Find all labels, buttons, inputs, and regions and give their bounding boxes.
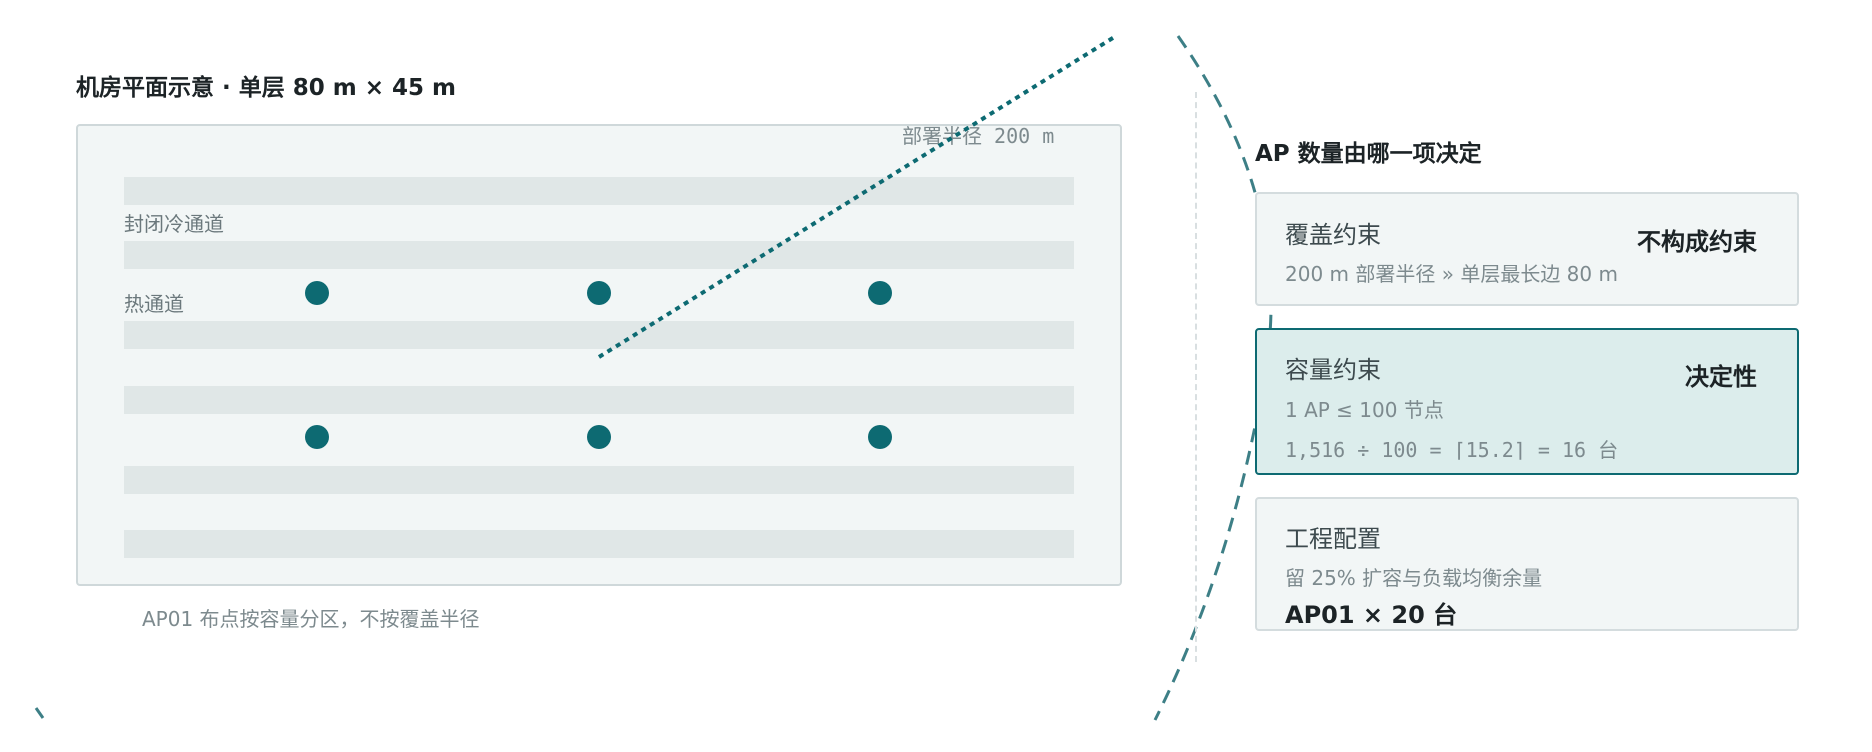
ap-node (587, 425, 611, 449)
ap-node (587, 281, 611, 305)
coverage-radius-arc-edge (34, 707, 45, 719)
card-title: 覆盖约束 (1285, 221, 1381, 249)
cold-aisle-label: 封闭冷通道 (124, 212, 224, 236)
card-result: AP01 × 20 台 (1285, 601, 1458, 629)
ap-node (868, 281, 892, 305)
card-detail: 200 m 部署半径 » 单层最长边 80 m (1285, 262, 1618, 286)
card-verdict: 不构成约束 (1637, 228, 1757, 256)
radius-line (597, 34, 1118, 359)
engineering-config-card: 工程配置 留 25% 扩容与负载均衡余量 AP01 × 20 台 (1255, 497, 1799, 631)
card-title: 工程配置 (1285, 525, 1381, 553)
coverage-constraint-card: 覆盖约束 不构成约束 200 m 部署半径 » 单层最长边 80 m (1255, 192, 1799, 306)
ap-node (868, 425, 892, 449)
floor-plan-caption: AP01 布点按容量分区，不按覆盖半径 (142, 607, 480, 631)
decision-panel-title: AP 数量由哪一项决定 (1255, 141, 1482, 167)
rack-row (124, 321, 1074, 349)
coverage-radius-arc (1153, 35, 1273, 721)
capacity-constraint-card: 容量约束 决定性 1 AP ≤ 100 节点 1,516 ÷ 100 = ⌈15… (1255, 328, 1799, 475)
section-divider (1195, 92, 1197, 662)
rack-row (124, 530, 1074, 558)
deployment-radius-label: 部署半径 200 m (902, 124, 1055, 148)
rack-row (124, 466, 1074, 494)
hot-aisle-label: 热通道 (124, 292, 184, 316)
rack-row (124, 241, 1074, 269)
card-detail: 1 AP ≤ 100 节点 (1285, 398, 1444, 422)
card-formula: 1,516 ÷ 100 = ⌈15.2⌉ = 16 台 (1285, 438, 1619, 462)
card-title: 容量约束 (1285, 356, 1381, 384)
card-verdict: 决定性 (1685, 363, 1757, 391)
ap-node (305, 425, 329, 449)
rack-row (124, 386, 1074, 414)
floor-plan-title: 机房平面示意 · 单层 80 m × 45 m (76, 75, 457, 101)
rack-row (124, 177, 1074, 205)
ap-node (305, 281, 329, 305)
card-detail: 留 25% 扩容与负载均衡余量 (1285, 566, 1543, 590)
